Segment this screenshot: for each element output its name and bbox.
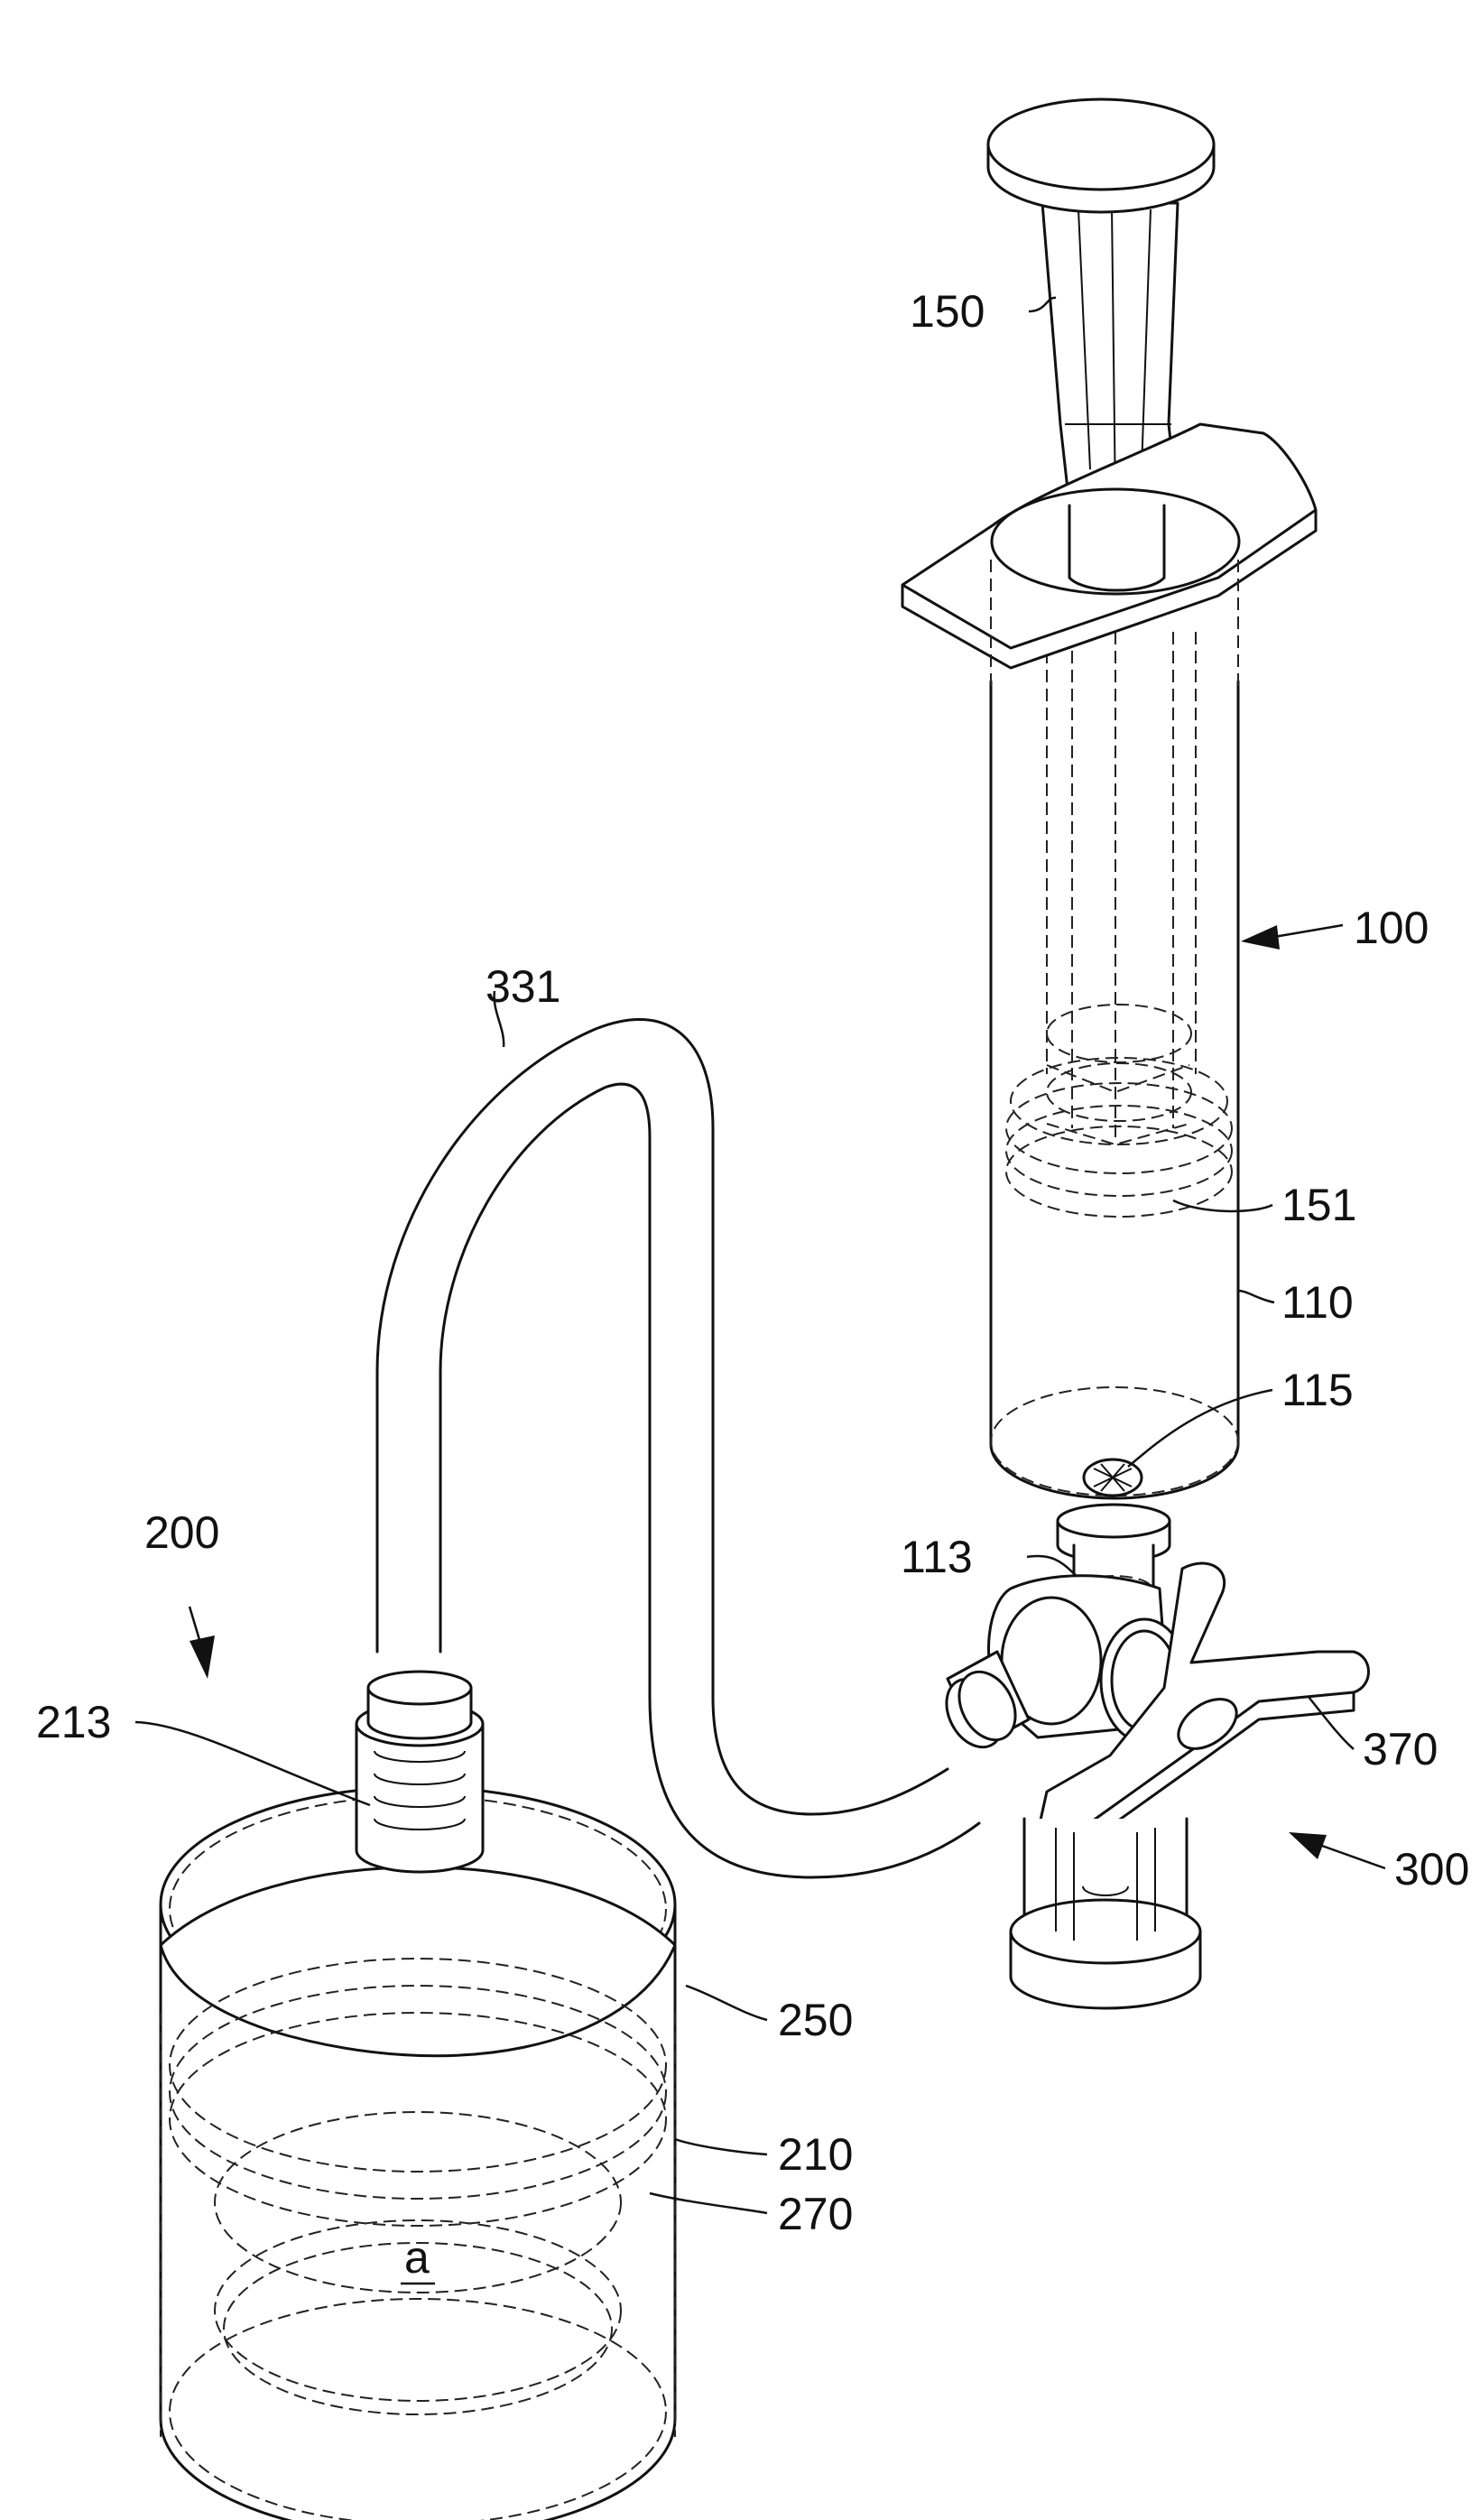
label-200: 200 (144, 1507, 219, 1558)
label-250: 250 (778, 1995, 853, 2045)
syringe-barrel (991, 632, 1238, 1498)
label-370: 370 (1363, 1724, 1438, 1774)
plunger-thumb-cap (988, 99, 1214, 212)
arrow-100 (1241, 925, 1280, 950)
label-151: 151 (1281, 1180, 1356, 1230)
arrow-200 (190, 1635, 215, 1679)
label-150: 150 (910, 286, 985, 337)
label-a: a (404, 2232, 430, 2283)
label-300: 300 (1394, 1844, 1469, 1895)
container (161, 1672, 675, 2520)
arrow-300 (1289, 1832, 1327, 1859)
container-neck (356, 1672, 483, 1872)
label-115: 115 (1281, 1365, 1354, 1415)
label-113: 113 (901, 1532, 973, 1582)
label-210: 210 (778, 2129, 853, 2180)
label-213: 213 (36, 1697, 111, 1747)
label-331: 331 (486, 961, 560, 1012)
label-100: 100 (1354, 903, 1429, 953)
label-110: 110 (1281, 1277, 1354, 1328)
stopcock-bottom-port (1011, 1819, 1200, 2008)
stopcock (935, 1563, 1368, 2008)
label-270: 270 (778, 2189, 853, 2239)
